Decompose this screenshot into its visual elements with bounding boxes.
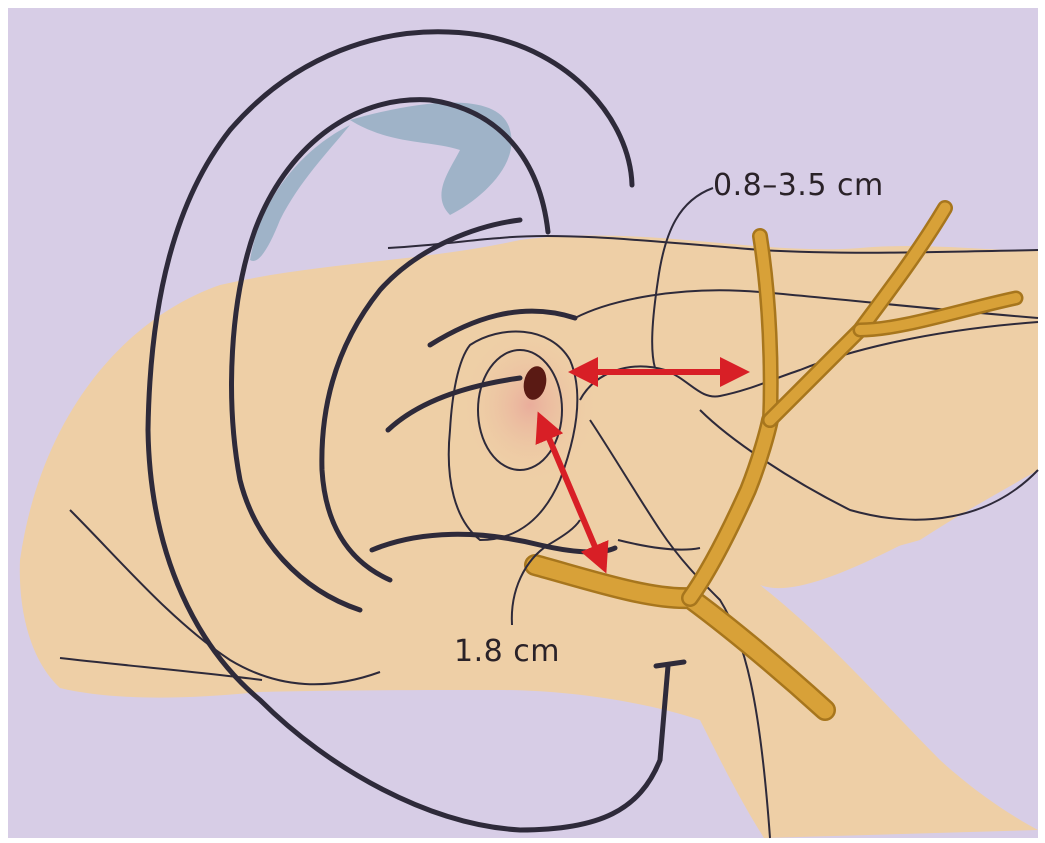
vertical-distance-label: 1.8 cm [454, 634, 560, 669]
tragus-glow [460, 325, 600, 485]
horizontal-distance-label: 0.8–3.5 cm [713, 168, 884, 203]
